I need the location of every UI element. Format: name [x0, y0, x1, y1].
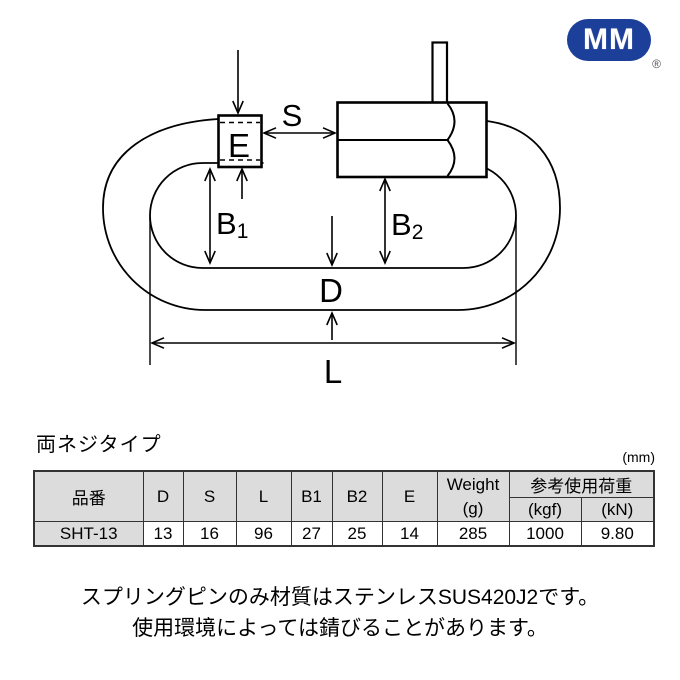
- cell-e: 14: [381, 521, 438, 547]
- col-header-s: S: [182, 470, 237, 522]
- gap-mask: [263, 149, 337, 177]
- note-line-1: スプリングピンのみ材質はステンレスSUS420J2です。: [80, 586, 600, 609]
- col-header-b2: B2: [331, 470, 383, 522]
- section-title: 両ネジタイプ: [36, 434, 162, 456]
- cell-kgf: 1000: [508, 521, 582, 547]
- spring-pin: [431, 41, 449, 105]
- label-l: L: [324, 353, 342, 390]
- col-header-d: D: [142, 470, 184, 522]
- nut-e: [217, 114, 263, 169]
- spec-table: 品番 D S L B1 B2 E Weight (g) 参考使用荷重 (kgf)…: [33, 470, 655, 547]
- note-line-2: 使用環境によっては錆びることがあります。: [132, 617, 548, 640]
- label-b1-subscript: 1: [237, 220, 249, 243]
- label-b2-base: B: [391, 207, 412, 242]
- col-header-weight: Weight (g): [436, 470, 510, 522]
- col-header-e: E: [381, 470, 438, 522]
- cell-part-no: SHT-13: [33, 521, 144, 547]
- cell-b1: 27: [290, 521, 333, 547]
- wire-ends-inside-sleeve: [338, 102, 456, 177]
- unit-note-mm: (mm): [622, 449, 655, 465]
- link-outer-outline: [102, 118, 561, 311]
- col-header-l: L: [235, 470, 292, 522]
- col-header-kn: (kN): [580, 497, 655, 522]
- registered-trademark-symbol: ®: [652, 57, 661, 71]
- label-b1-base: B: [216, 206, 237, 241]
- table-row: SHT-13 13 16 96 27 25 14 285 1000 9.80: [33, 521, 655, 547]
- col-header-kgf: (kgf): [508, 497, 582, 522]
- col-header-working-load: 参考使用荷重: [508, 470, 655, 498]
- dimension-arrows: [152, 50, 514, 343]
- cell-kn: 9.80: [580, 521, 655, 547]
- col-header-weight-line1: Weight: [446, 474, 500, 494]
- col-header-weight-line2: (g): [462, 498, 484, 518]
- mm-logo-badge: MM: [567, 19, 651, 61]
- col-header-part-no: 品番: [33, 470, 144, 522]
- label-b2-subscript: 2: [412, 221, 424, 244]
- cell-weight: 285: [436, 521, 510, 547]
- cell-d: 13: [142, 521, 184, 547]
- label-d: D: [319, 272, 343, 309]
- label-s: S: [282, 98, 303, 133]
- label-b2: B2: [391, 207, 423, 244]
- label-e: E: [228, 127, 250, 164]
- material-notes: スプリングピンのみ材質はステンレスSUS420J2です。 使用環境によっては錆び…: [0, 582, 680, 644]
- cell-b2: 25: [331, 521, 383, 547]
- cell-s: 16: [182, 521, 237, 547]
- cell-l: 96: [235, 521, 292, 547]
- quick-link-technical-drawing: E S B1 B2 D L: [102, 41, 561, 390]
- label-b1: B1: [216, 206, 248, 243]
- brand-logo: MM ®: [567, 19, 661, 71]
- nut-e-thread-dashes: [220, 121, 260, 161]
- col-header-b1: B1: [290, 470, 333, 522]
- link-inner-outline: [149, 162, 517, 269]
